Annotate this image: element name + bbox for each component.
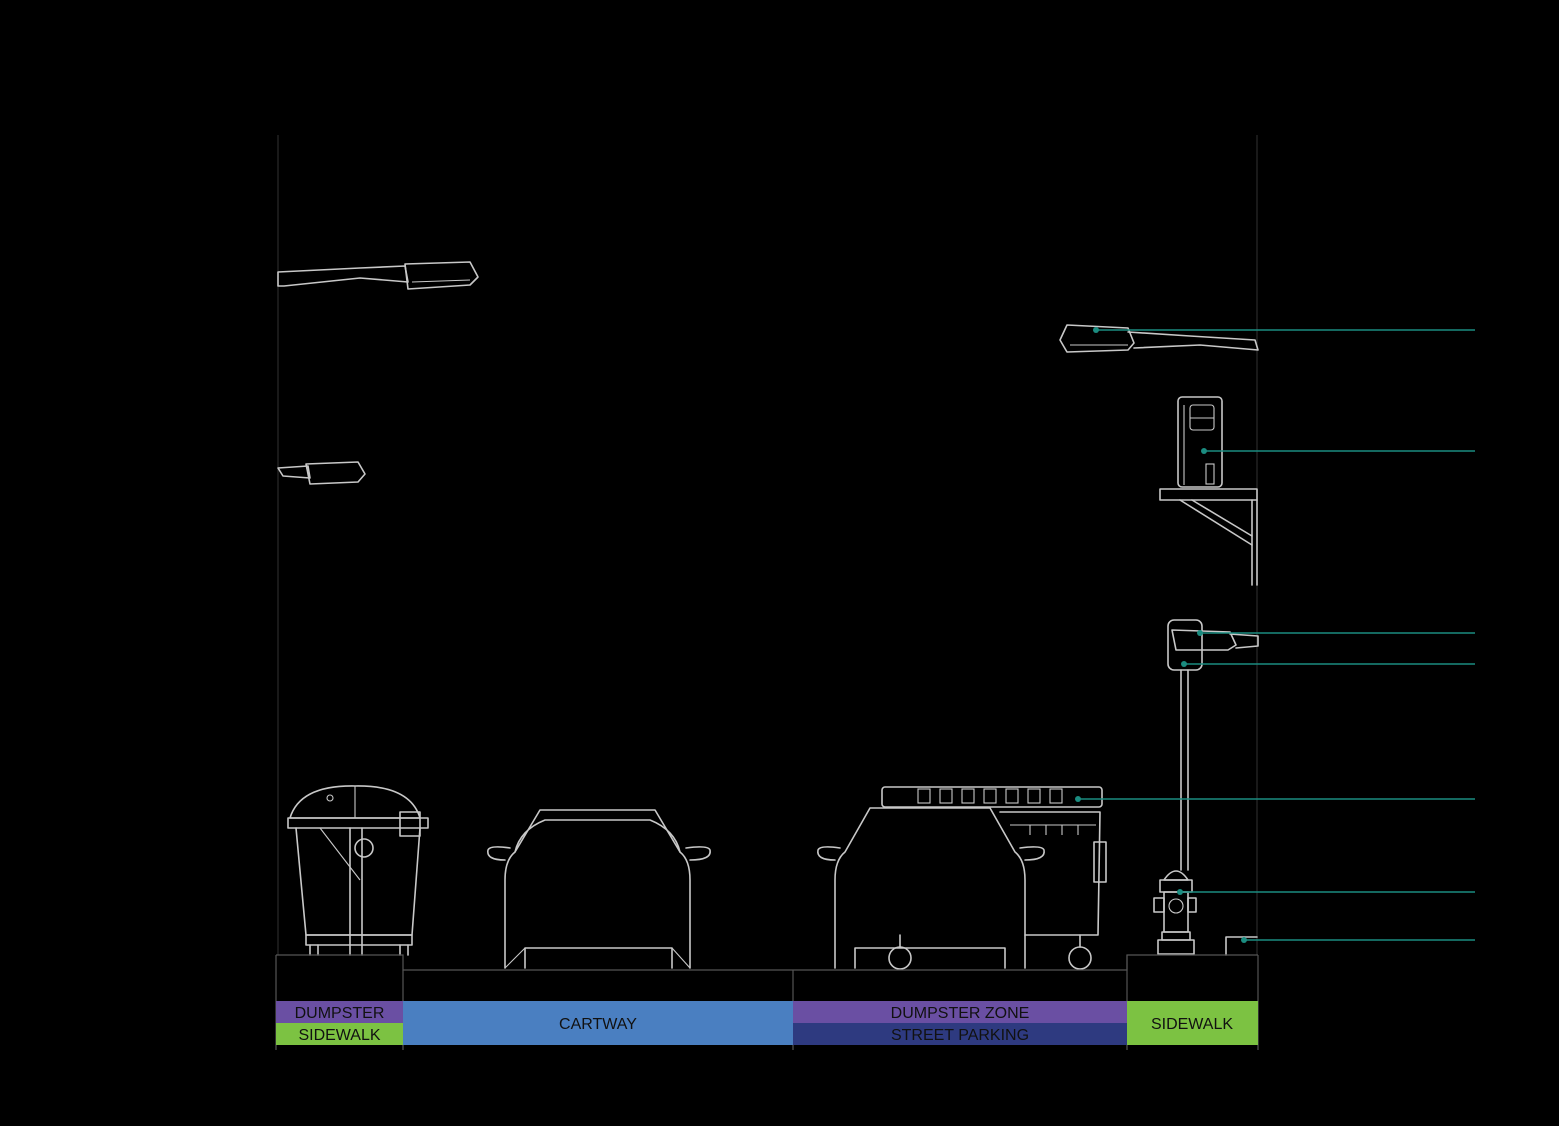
zone-band-dumpster-zone bbox=[793, 1001, 1127, 1023]
fire-hydrant bbox=[1153, 870, 1197, 955]
car-cartway bbox=[487, 809, 711, 969]
zone-bands bbox=[276, 1001, 1258, 1045]
wall-bracket bbox=[1159, 488, 1258, 586]
leader-pole bbox=[1181, 661, 1475, 667]
leader-hydrant bbox=[1177, 889, 1475, 895]
street-pole bbox=[1167, 619, 1259, 871]
zone-label-street-parking: STREET PARKING bbox=[891, 1027, 1029, 1044]
zone-label-sidewalk-left: SIDEWALK bbox=[298, 1027, 380, 1044]
zone-label-cartway: CARTWAY bbox=[559, 1016, 637, 1033]
rear-dumpster bbox=[881, 786, 1107, 970]
zone-band-cartway bbox=[403, 1001, 793, 1045]
leader-wall-box bbox=[1201, 448, 1475, 454]
leader-wall-light bbox=[1093, 327, 1475, 333]
zone-band-sidewalk-right bbox=[1127, 1001, 1258, 1045]
curb-utility bbox=[1225, 936, 1258, 956]
wall-mounted-box bbox=[1177, 396, 1223, 488]
zone-band-street-parking bbox=[793, 1023, 1127, 1045]
left-wall-light-lower bbox=[277, 461, 366, 485]
leader-curb-utility bbox=[1241, 937, 1475, 943]
car-parking bbox=[817, 807, 1045, 969]
zone-label-sidewalk-right: SIDEWALK bbox=[1151, 1016, 1233, 1033]
left-dumpster bbox=[287, 785, 429, 956]
left-wall-light-upper bbox=[277, 261, 479, 290]
zone-labels: DUMPSTER SIDEWALK CARTWAY DUMPSTER ZONE … bbox=[295, 1005, 1234, 1044]
callout-leaders bbox=[1075, 327, 1475, 943]
right-wall-light bbox=[1059, 324, 1259, 353]
zone-label-dumpster-zone: DUMPSTER ZONE bbox=[891, 1005, 1030, 1022]
zone-band-dumpster bbox=[276, 1001, 403, 1023]
zone-label-dumpster: DUMPSTER bbox=[295, 1005, 385, 1022]
zone-band-sidewalk-left bbox=[276, 1023, 403, 1045]
leader-dumpster bbox=[1075, 796, 1475, 802]
leader-pole-light bbox=[1197, 630, 1475, 636]
